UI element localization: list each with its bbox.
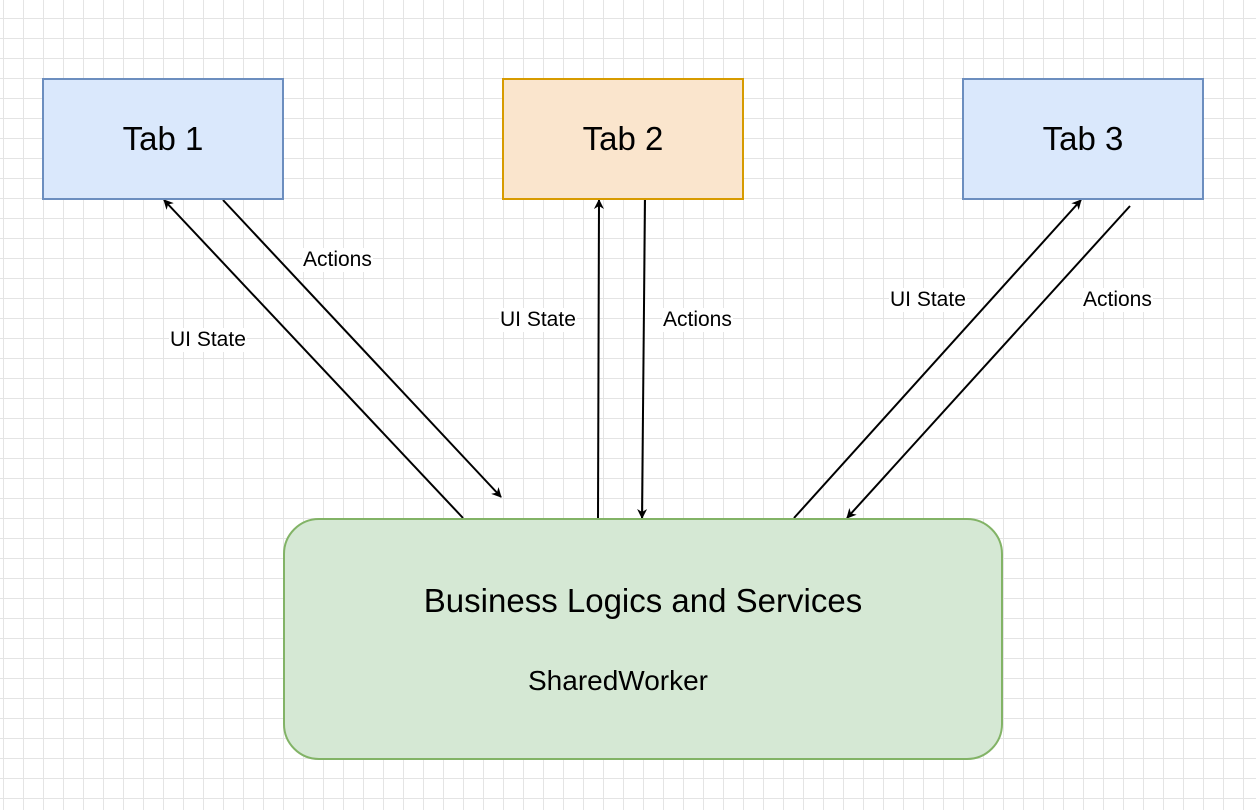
tab-3-node[interactable]: Tab 3 — [962, 78, 1204, 200]
business-logic-title: Business Logics and Services — [423, 582, 863, 619]
edge-uistate-tab2 — [593, 199, 604, 519]
tab-1-label: Tab 1 — [122, 120, 204, 157]
business-logic-node[interactable]: Business Logics and Services SharedWorke… — [283, 518, 1003, 760]
edge-label-uistate-tab1: UI State — [169, 328, 247, 352]
edge-label-actions-tab3: Actions — [1082, 288, 1153, 312]
tab-1-node[interactable]: Tab 1 — [42, 78, 284, 200]
edge-label-actions-tab2: Actions — [662, 308, 733, 332]
edge-label-actions-tab1: Actions — [302, 248, 373, 272]
tab-3-label: Tab 3 — [1042, 120, 1124, 157]
tab-2-node[interactable]: Tab 2 — [502, 78, 744, 200]
edge-uistate-tab1 — [163, 199, 464, 519]
edge-actions-tab1 — [222, 199, 502, 498]
edge-label-uistate-tab2: UI State — [499, 308, 577, 332]
edge-uistate-tab3 — [793, 199, 1082, 519]
edge-actions-tab2 — [637, 199, 648, 519]
tab-2-label: Tab 2 — [582, 120, 664, 157]
shared-worker-label: SharedWorker — [528, 665, 709, 696]
edge-label-uistate-tab3: UI State — [889, 288, 967, 312]
edge-actions-tab3 — [846, 205, 1131, 519]
